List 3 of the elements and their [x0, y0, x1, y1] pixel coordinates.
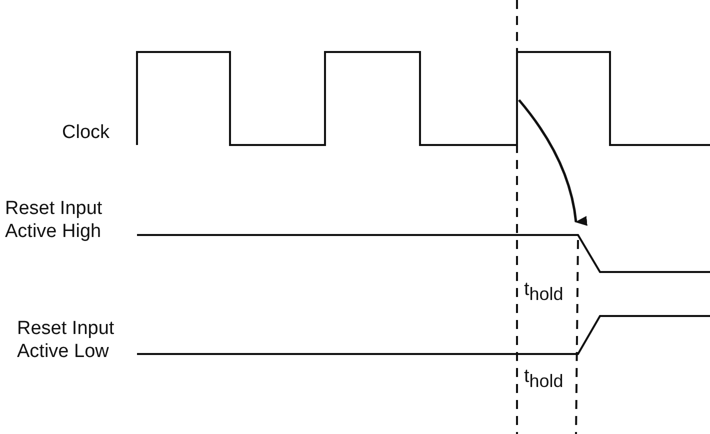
signal-label: Reset Input Active Low [17, 317, 116, 363]
signal-label: Reset Input Active High [5, 197, 104, 243]
signal-label: Clock [62, 121, 110, 144]
